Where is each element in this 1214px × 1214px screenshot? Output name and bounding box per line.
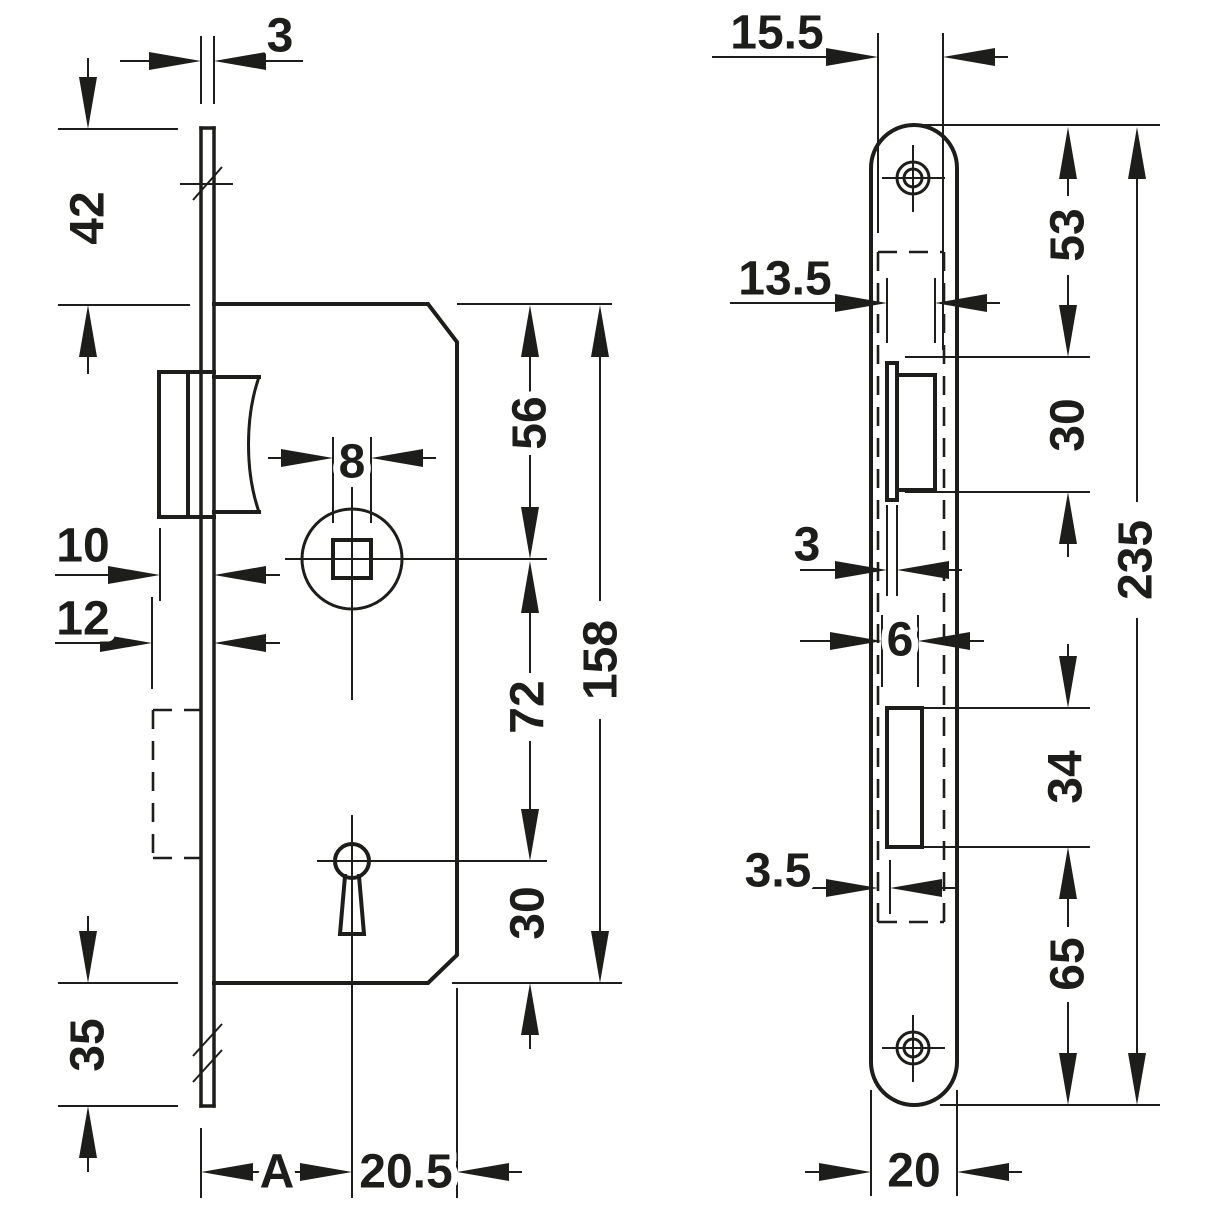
dim-top-to-latch-cutout: 53 [1035, 127, 1102, 357]
dim-label: 6 [887, 614, 914, 667]
dim-case-to-plate-bottom: 35 [55, 916, 178, 1172]
break-mark-icon [192, 1023, 223, 1057]
dim-label: 3 [794, 519, 821, 572]
dim-label: 10 [56, 520, 109, 573]
dim-plate-top-to-case: 42 [55, 58, 190, 374]
latch-break-curve [247, 376, 261, 513]
dim-axis-to-case-back: 20.5 [352, 988, 522, 1206]
latch-cutout [885, 356, 1090, 502]
dim-label: 158 [575, 620, 628, 700]
break-mark-icon [192, 1049, 223, 1083]
dim-label: 20 [887, 1145, 940, 1198]
screw-hole-bottom [882, 1015, 945, 1082]
dim-case-height: 158 [568, 305, 635, 983]
dim-label: 34 [1040, 750, 1093, 804]
dim-label: 53 [1042, 208, 1095, 261]
dim-label: 13.5 [738, 253, 831, 306]
faceplate-front [869, 123, 959, 1107]
dim-faceplate-thickness: 3 [120, 3, 303, 104]
dim-latch-cutout-width: 13.5 [730, 246, 1000, 343]
latch-bolt-side [157, 370, 261, 519]
deadbolt-thrown-dashed [151, 708, 201, 860]
dim-label: 56 [504, 396, 557, 449]
dim-label: 20.5 [359, 1146, 452, 1199]
dim-bolt-protrusion: 12 [49, 586, 280, 689]
dim-label: 15.5 [730, 7, 823, 60]
dim-plate-width: 20 [805, 1090, 1022, 1205]
dim-pocket-width: 15.5 [712, 0, 1008, 350]
break-mark-icon [192, 166, 223, 201]
screw-hole-top [882, 145, 945, 212]
dim-bolt-cutout-to-bottom: 65 [1035, 898, 1102, 1105]
front-view: 15.5 13.5 53 30 [712, 0, 1170, 1205]
dim-latch-cutout-height: 30 [1035, 391, 1102, 557]
dim-backset: A [200, 1128, 352, 1206]
dim-label: 235 [1110, 520, 1163, 600]
dim-case-to-follower: 56 [433, 305, 564, 560]
dim-label: 3.5 [745, 845, 812, 898]
dim-follower-to-keyhole: 72 [495, 561, 562, 861]
dim-latch-protrusion: 10 [49, 513, 280, 601]
dim-label: 72 [502, 680, 555, 733]
keyhole [317, 815, 547, 1198]
side-view: 3 42 8 10 [49, 3, 635, 1206]
dim-label: 42 [62, 191, 115, 244]
dim-label: 35 [62, 1018, 115, 1071]
dim-keyhole-to-case-bottom: 30 [495, 879, 562, 1049]
dim-label: 30 [1042, 398, 1095, 451]
dim-label: 8 [339, 436, 366, 489]
dim-bolt-cutout-height: 34 [1033, 644, 1100, 899]
dim-label: A [260, 1146, 295, 1199]
dim-bolt-lip: 3.5 [738, 838, 955, 914]
mortise-outline-dashed [876, 250, 946, 924]
bolt-cutout [885, 706, 1090, 849]
faceplate-side [180, 126, 233, 1108]
dim-label: 30 [502, 886, 555, 939]
follower [285, 487, 547, 700]
dim-label: 12 [56, 593, 109, 646]
dim-plate-length: 235 [1103, 127, 1170, 1105]
lock-case [212, 302, 622, 985]
dim-label: 65 [1042, 937, 1095, 990]
dim-label: 3 [267, 10, 294, 63]
